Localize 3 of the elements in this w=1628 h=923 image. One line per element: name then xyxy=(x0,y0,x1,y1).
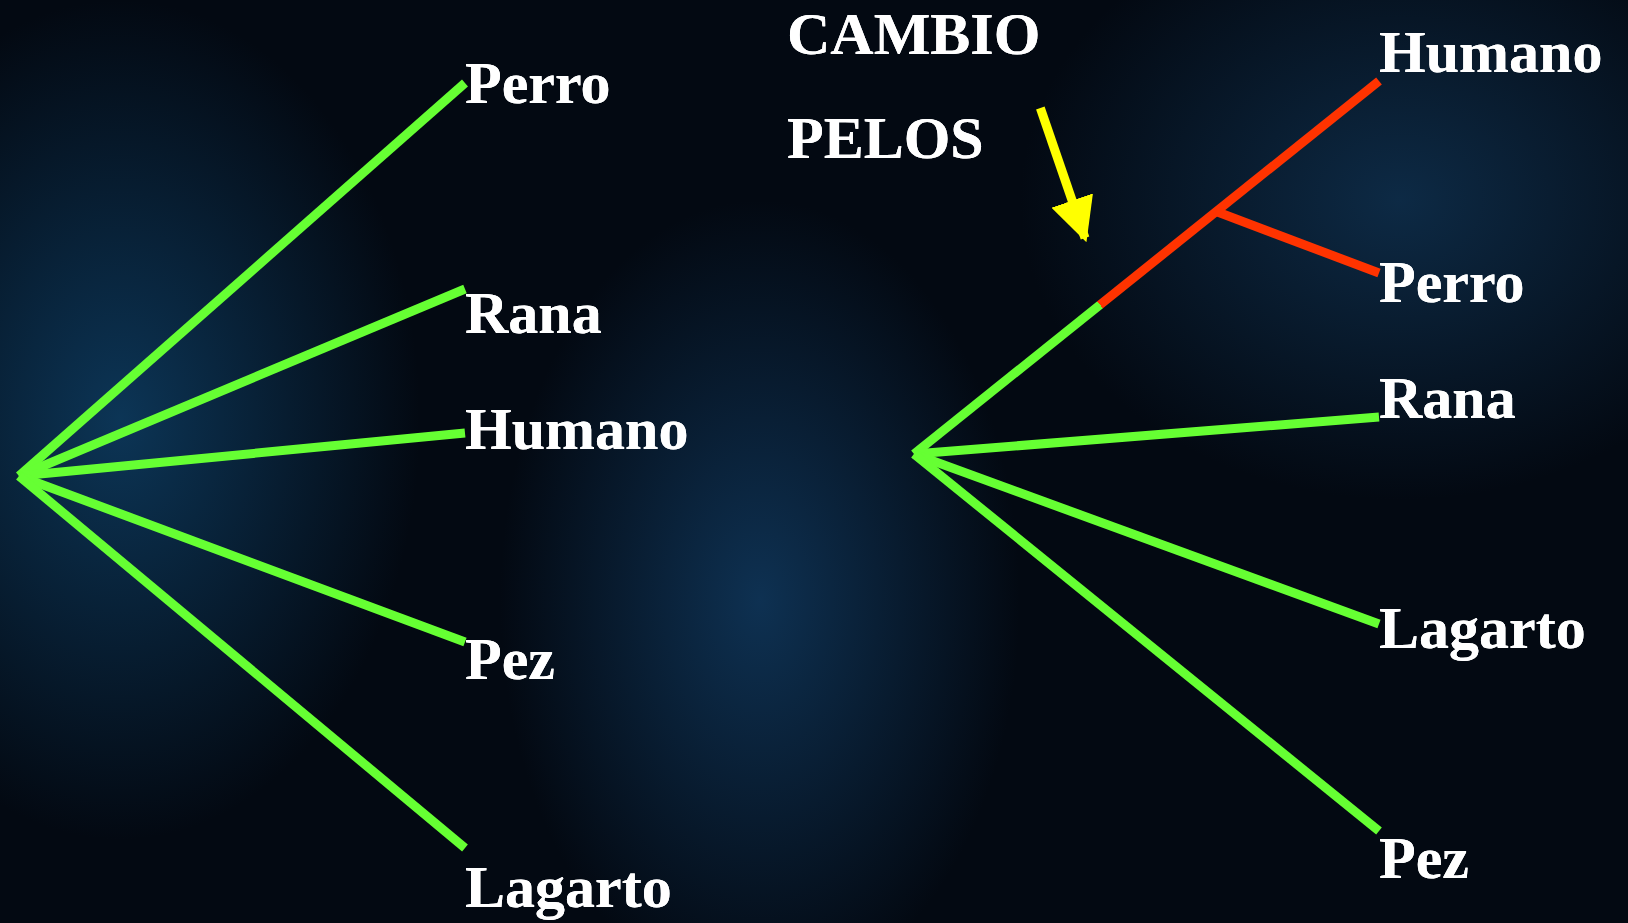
arrow xyxy=(1036,106,1093,243)
tree-branch-line xyxy=(18,428,466,481)
tree-branch-line xyxy=(1214,207,1381,278)
